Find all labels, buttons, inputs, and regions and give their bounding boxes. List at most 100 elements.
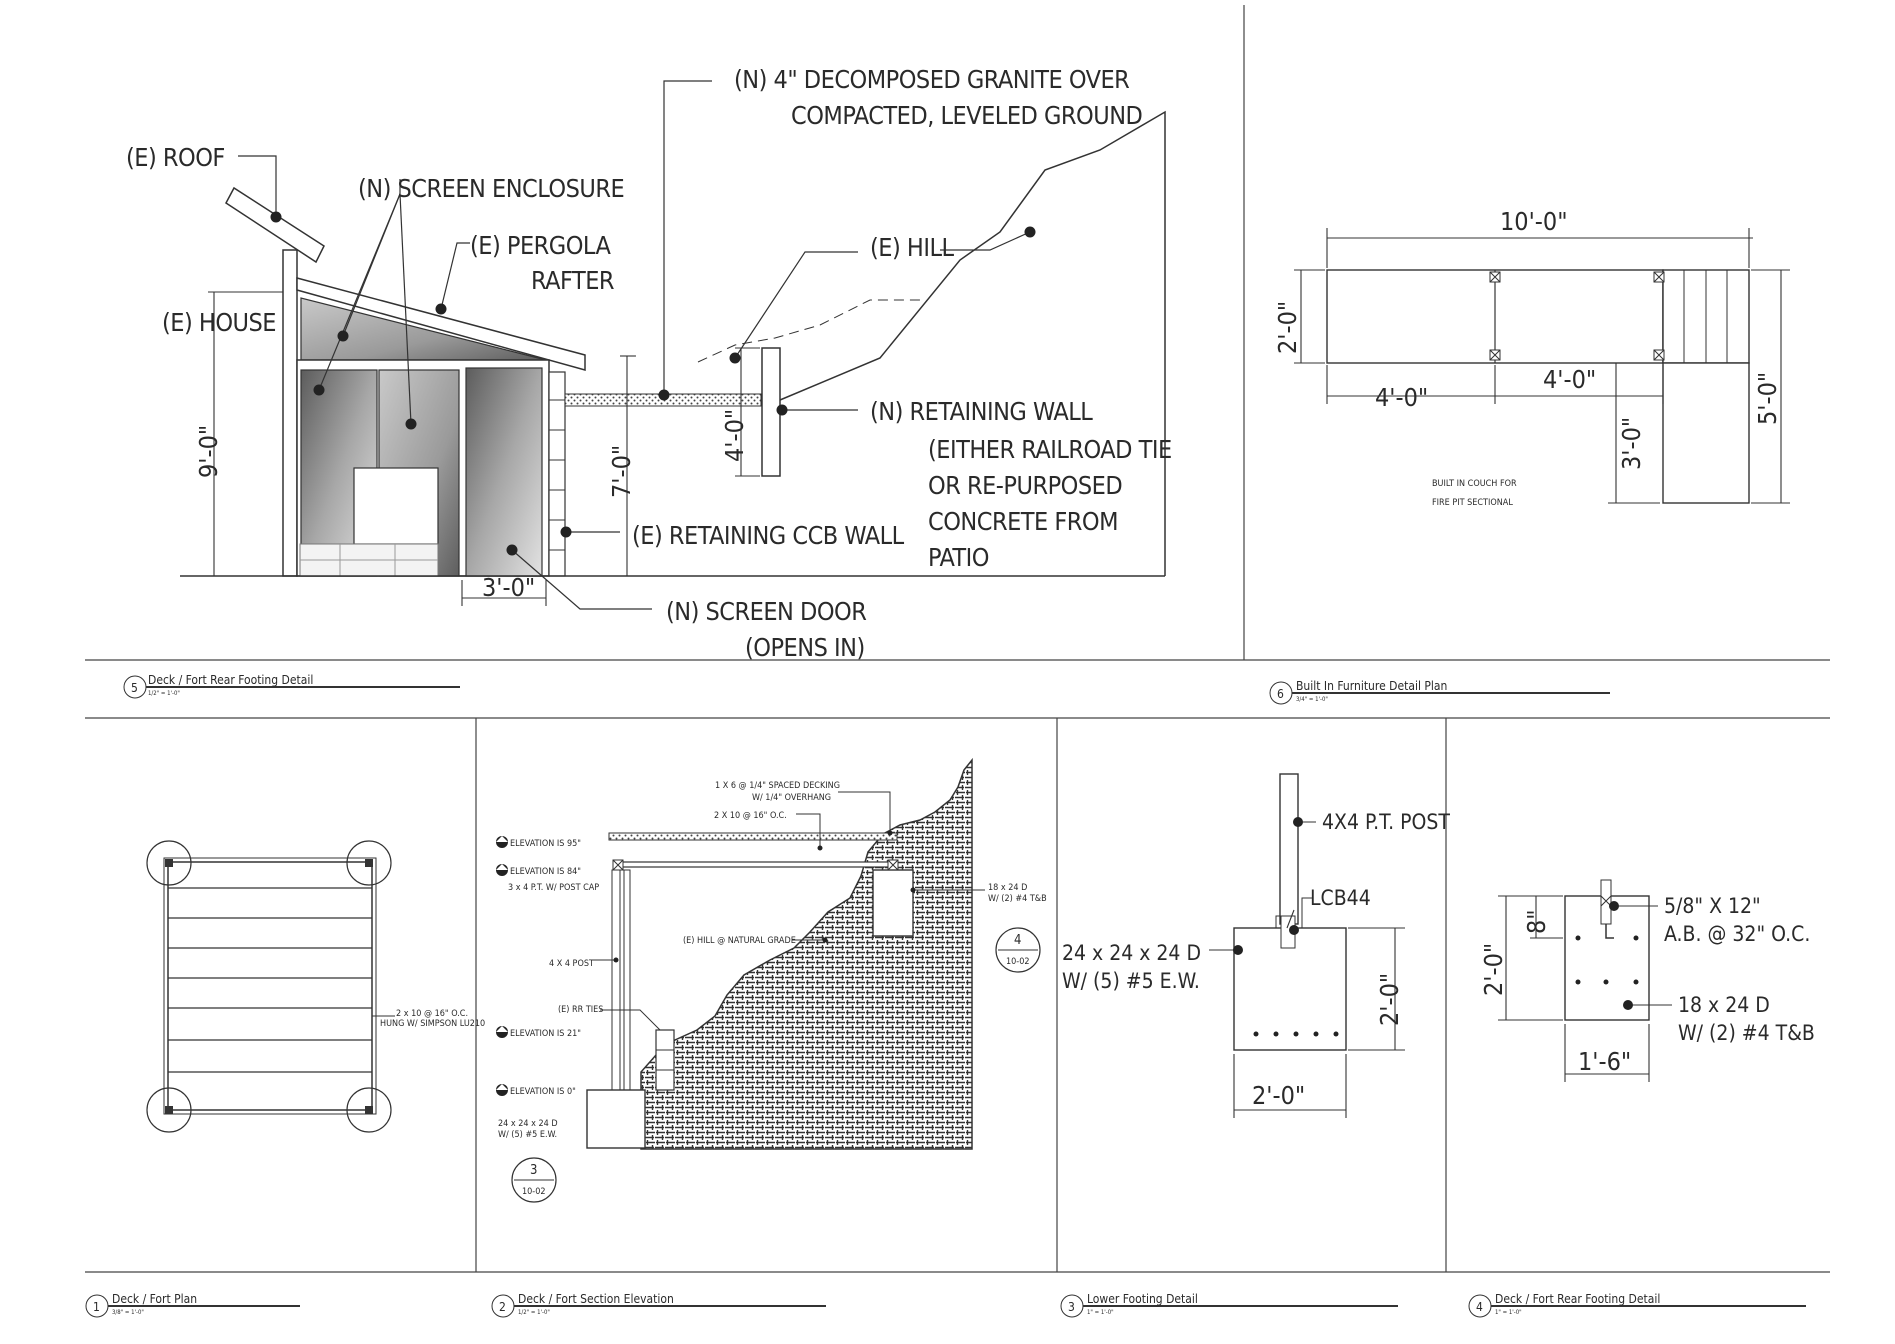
bubble-sheet: 10-02 [522, 1187, 546, 1197]
dim-height: 2'-0" [1375, 973, 1404, 1026]
dim-1ft6: 1'-6" [1578, 1047, 1631, 1076]
detail-title: Deck / Fort Section Elevation [518, 1292, 674, 1306]
dim-2ft: 2'-0" [1479, 943, 1508, 996]
note-couch: BUILT IN COUCH FOR [1432, 479, 1517, 489]
dim-5ft: 5'-0" [1753, 372, 1782, 425]
upper-footing-rebar-note: W/ (2) #4 T&B [988, 894, 1047, 904]
pergola-rafter [296, 277, 586, 371]
dim-4ft: 4'-0" [720, 409, 749, 462]
post-note: 4 X 4 POST [549, 959, 594, 969]
footing-label: 18 x 24 D [1678, 993, 1770, 1017]
label-screen-enclosure: (N) SCREEN ENCLOSURE [358, 174, 624, 203]
detail-4-rear-footing: 5/8" X 12" A.B. @ 32" O.C. 18 x 24 D W/ … [1468, 879, 1815, 1318]
footing-rebar-label: W/ (2) #4 T&B [1678, 1021, 1815, 1045]
dim-9ft: 9'-0" [194, 425, 223, 478]
dim-7ft: 7'-0" [607, 445, 636, 498]
post [1279, 773, 1299, 925]
footing-note: 24 x 24 x 24 D [498, 1119, 558, 1129]
detail-scale: 1/2" = 1'-0" [518, 1309, 550, 1316]
joist-note: 2 X 10 @ 16" O.C. [714, 811, 787, 821]
note-sectional: FIRE PIT SECTIONAL [1432, 498, 1513, 508]
label-rw-line5: PATIO [928, 543, 989, 572]
label-roof: (E) ROOF [126, 143, 225, 172]
label-ccb-wall: (E) RETAINING CCB WALL [632, 521, 905, 550]
title-number: 2 [499, 1300, 506, 1314]
screen-triangle [300, 297, 547, 361]
title-number: 4 [1476, 1300, 1483, 1314]
detail-scale: 1" = 1'-0" [1087, 1309, 1114, 1316]
label-decomposed-granite: (N) 4" DECOMPOSED GRANITE OVER [734, 65, 1129, 94]
elevation-21: ELEVATION IS 21" [510, 1029, 581, 1039]
elevation-84: ELEVATION IS 84" [510, 867, 581, 877]
dim-3ft: 3'-0" [1617, 417, 1646, 470]
detail-2-section-elevation: ELEVATION IS 95" ELEVATION IS 84" 3 x 4 … [491, 757, 1047, 1318]
sheet-frame [85, 5, 1830, 1273]
label-rw-line3: OR RE-PURPOSED [928, 471, 1122, 500]
title-number: 5 [131, 681, 138, 695]
overhang-note: W/ 1/4" OVERHANG [752, 793, 831, 803]
title-number: 3 [1068, 1300, 1075, 1314]
dim-4ft-b: 4'-0" [1543, 365, 1596, 394]
title-number: 6 [1277, 687, 1284, 701]
detail-1-deck-plan: 2 x 10 @ 16" O.C. HUNG W/ SIMPSON LU210 … [85, 840, 485, 1318]
detail-title: Deck / Fort Plan [112, 1292, 197, 1306]
title-number: 1 [93, 1300, 100, 1314]
decking-note: 1 X 6 @ 1/4" SPACED DECKING [715, 781, 840, 791]
detail-title: Lower Footing Detail [1087, 1292, 1198, 1306]
couch-return [1662, 362, 1750, 504]
dim-2ft: 2'-0" [1273, 301, 1302, 354]
detail-3-lower-footing: 4X4 P.T. POST LCB44 24 x 24 x 24 D W/ (5… [1060, 773, 1450, 1318]
grill-box [353, 467, 439, 545]
detail-scale: 1/2" = 1'-0" [148, 690, 180, 697]
screen-door [465, 367, 543, 577]
bubble-number: 4 [1014, 933, 1021, 948]
label-leveled-ground: COMPACTED, LEVELED GROUND [791, 101, 1142, 130]
joist-hanger-note: HUNG W/ SIMPSON LU210 [380, 1019, 485, 1029]
detail-title: Deck / Fort Rear Footing Detail [148, 673, 313, 687]
hill-profile [779, 110, 1166, 576]
anchor-bolt-label: 5/8" X 12" [1664, 894, 1761, 918]
label-rw-line2: (EITHER RAILROAD TIE [928, 435, 1172, 464]
earth-mass [640, 757, 973, 1150]
upper-footing [872, 869, 914, 937]
house-wall [282, 249, 298, 577]
deck-outline [167, 861, 373, 1111]
upper-footing-note: 18 x 24 D [988, 883, 1027, 893]
dim-4ft-a: 4'-0" [1375, 383, 1428, 412]
post-label: 4X4 P.T. POST [1322, 810, 1450, 834]
label-hill: (E) HILL [870, 233, 954, 262]
label-rafter: RAFTER [531, 266, 614, 295]
lower-footing [586, 1089, 646, 1149]
detail-title: Built In Furniture Detail Plan [1296, 679, 1447, 693]
label-rw-line4: CONCRETE FROM [928, 507, 1118, 536]
footing-rebar-note: W/ (5) #5 E.W. [498, 1130, 557, 1140]
hill-note: (E) HILL @ NATURAL GRADE [683, 936, 796, 946]
label-screen-door: (N) SCREEN DOOR [666, 597, 866, 626]
roof [225, 186, 325, 264]
bubble-number: 3 [530, 1163, 537, 1178]
bubble-sheet: 10-02 [1006, 957, 1030, 967]
elevation-0: ELEVATION IS 0" [510, 1087, 576, 1097]
lcb-label: LCB44 [1310, 886, 1371, 910]
rr-ties-note: (E) RR TIES [558, 1005, 603, 1015]
post-cap-note: 3 x 4 P.T. W/ POST CAP [508, 883, 599, 893]
detail-title: Deck / Fort Rear Footing Detail [1495, 1292, 1660, 1306]
detail-5-elevation: (E) ROOF (N) SCREEN ENCLOSURE (E) PERGOL… [123, 65, 1172, 699]
dim-8in: 8" [1522, 909, 1551, 934]
label-house: (E) HOUSE [162, 308, 276, 337]
label-retaining-wall: (N) RETAINING WALL [870, 397, 1093, 426]
label-pergola: (E) PERGOLA [470, 231, 612, 260]
detail-scale: 1" = 1'-0" [1495, 1309, 1522, 1316]
label-opens-in: (OPENS IN) [745, 633, 865, 662]
detail-scale: 3/8" = 1'-0" [112, 1309, 144, 1316]
ccb-wall [548, 371, 566, 577]
joist-note: 2 x 10 @ 16" O.C. [396, 1009, 468, 1019]
detail-scale: 3/4" = 1'-0" [1296, 696, 1328, 703]
dim-width: 2'-0" [1252, 1081, 1305, 1110]
footing-rebar-label: W/ (5) #5 E.W. [1062, 969, 1200, 993]
dim-3ft: 3'-0" [482, 573, 535, 602]
detail-6-furniture-plan: 10'-0" 2'-0" 4'-0" 4'-0" 3'-0" 5'-0" BUI… [1269, 207, 1790, 705]
footing-label: 24 x 24 x 24 D [1062, 941, 1201, 965]
elevation-95: ELEVATION IS 95" [510, 839, 581, 849]
